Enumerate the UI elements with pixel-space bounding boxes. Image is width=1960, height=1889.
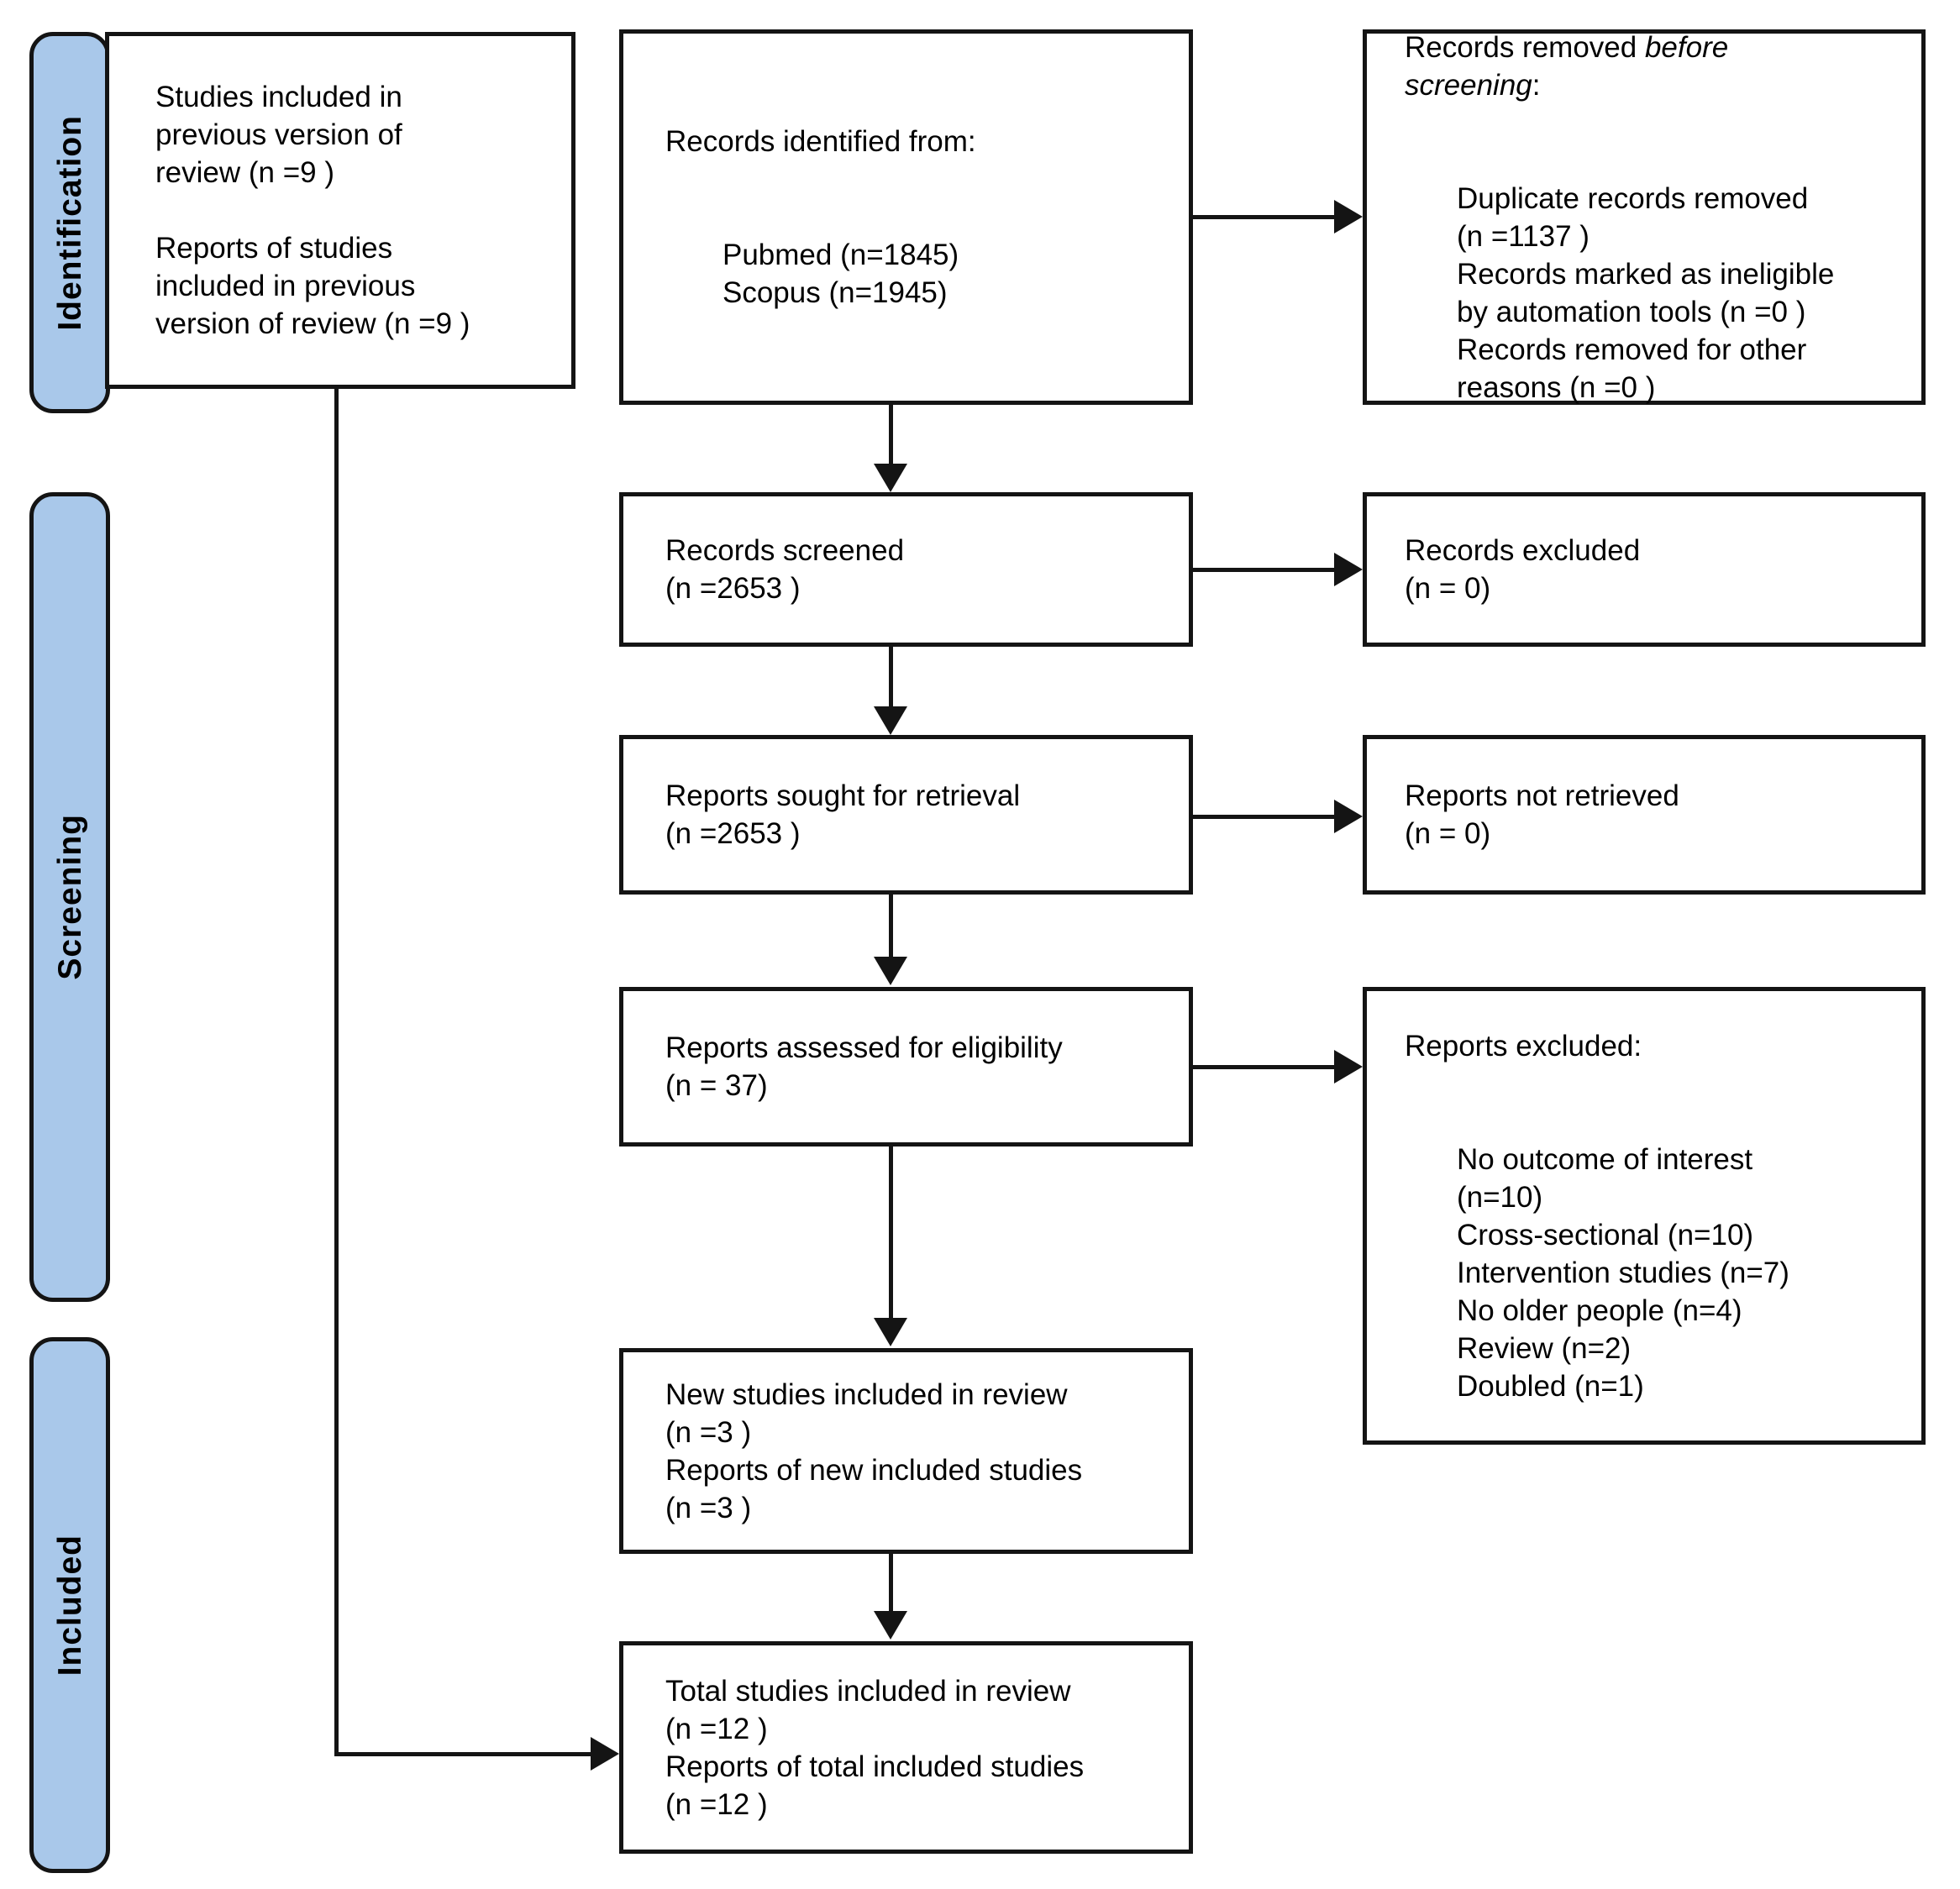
stage-label-included: Included bbox=[51, 1534, 88, 1676]
stage-ribbon-screening: Screening bbox=[29, 492, 110, 1302]
reports-excluded-box: Reports excluded: No outcome of interest… bbox=[1363, 987, 1926, 1445]
previous-studies-text: Studies included in previous version of … bbox=[155, 81, 470, 340]
records-excluded-box: Records excluded (n = 0) bbox=[1363, 492, 1926, 647]
reports-sought-box: Reports sought for retrieval (n =2653 ) bbox=[619, 735, 1193, 895]
records-excluded-text: Records excluded (n = 0) bbox=[1405, 534, 1641, 605]
records-identified-box: Records identified from: Pubmed (n=1845)… bbox=[619, 29, 1193, 405]
new-studies-included-box: New studies included in review (n =3 ) R… bbox=[619, 1348, 1193, 1554]
reports-sought-text: Reports sought for retrieval (n =2653 ) bbox=[665, 779, 1021, 850]
records-identified-sources: Pubmed (n=1845) Scopus (n=1945) bbox=[723, 239, 959, 309]
stage-ribbon-identification: Identification bbox=[29, 32, 110, 413]
total-studies-included-text: Total studies included in review (n =12 … bbox=[665, 1674, 1085, 1821]
stage-ribbon-included: Included bbox=[29, 1337, 110, 1873]
records-screened-text: Records screened (n =2653 ) bbox=[665, 534, 905, 605]
records-removed-reasons: Duplicate records removed (n =1137 ) Rec… bbox=[1457, 181, 1835, 404]
total-studies-included-box: Total studies included in review (n =12 … bbox=[619, 1641, 1193, 1854]
records-removed-title: Records removed before screening: bbox=[1405, 30, 1729, 102]
reports-excluded-title: Reports excluded: bbox=[1405, 1029, 1642, 1063]
reports-excluded-reasons: No outcome of interest (n=10) Cross-sect… bbox=[1457, 1142, 1789, 1403]
previous-studies-box: Studies included in previous version of … bbox=[105, 32, 575, 389]
records-identified-title: Records identified from: bbox=[665, 125, 976, 158]
reports-assessed-text: Reports assessed for eligibility (n = 37… bbox=[665, 1031, 1063, 1102]
records-screened-box: Records screened (n =2653 ) bbox=[619, 492, 1193, 647]
reports-assessed-box: Reports assessed for eligibility (n = 37… bbox=[619, 987, 1193, 1147]
reports-not-retrieved-text: Reports not retrieved (n = 0) bbox=[1405, 779, 1679, 850]
reports-not-retrieved-box: Reports not retrieved (n = 0) bbox=[1363, 735, 1926, 895]
stage-label-identification: Identification bbox=[51, 114, 88, 331]
new-studies-included-text: New studies included in review (n =3 ) R… bbox=[665, 1377, 1083, 1524]
records-removed-box: Records removed before screening: Duplic… bbox=[1363, 29, 1926, 405]
records-removed-italic: before screening bbox=[1405, 30, 1729, 102]
stage-label-screening: Screening bbox=[51, 814, 88, 980]
